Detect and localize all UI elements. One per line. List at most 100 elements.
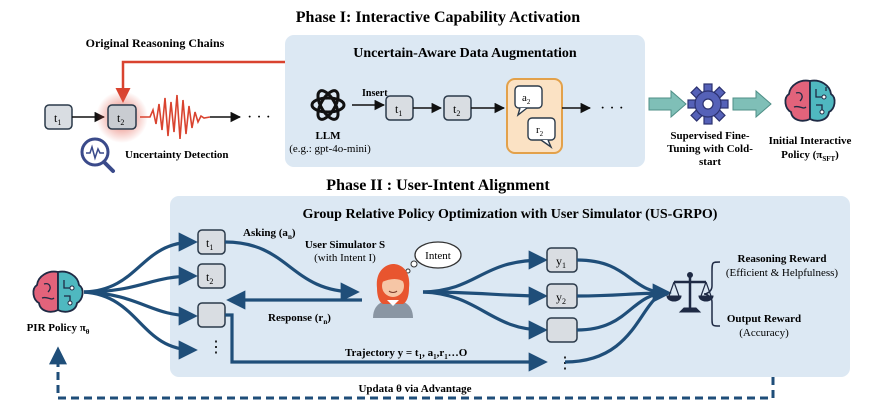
grpo-panel bbox=[170, 196, 850, 377]
svg-text:PIR Policy πθ: PIR Policy πθ bbox=[27, 322, 90, 336]
svg-text:t1: t1 bbox=[206, 236, 213, 252]
simulator-line1: User Simulator S bbox=[305, 239, 385, 251]
trajectory-rest: , a bbox=[422, 347, 434, 359]
aug-node-t1-label: t bbox=[395, 102, 399, 116]
magnifier-icon bbox=[80, 137, 115, 173]
update-loop-dashed bbox=[49, 346, 775, 400]
asking-curve bbox=[224, 240, 360, 302]
sft-label-line2: Tuning with Cold- bbox=[667, 143, 753, 155]
initial-policy-line2: Policy (π bbox=[781, 149, 822, 161]
llm-logo-icon bbox=[310, 89, 346, 121]
trajectory-line bbox=[225, 313, 548, 372]
chain-node-t1-sub: 1 bbox=[57, 118, 61, 127]
initial-policy-sub: SFT bbox=[822, 155, 835, 163]
svg-text:Response (rn): Response (rn) bbox=[268, 312, 331, 326]
response-close: ) bbox=[327, 312, 331, 324]
aug-node-t2-label: t bbox=[453, 102, 457, 116]
original-chains-label: Original Reasoning Chains bbox=[86, 36, 225, 50]
initial-policy-close: ) bbox=[835, 149, 839, 161]
grpo-title: Group Relative Policy Optimization with … bbox=[303, 207, 718, 222]
chain-node-t2 bbox=[107, 104, 137, 130]
step-node-t2-sub: 2 bbox=[209, 277, 213, 286]
asking-close: ) bbox=[292, 227, 296, 239]
step-node-t1-sub: 1 bbox=[209, 243, 213, 252]
step-node-t2-label: t bbox=[206, 270, 210, 284]
intent-thought-bubble-icon bbox=[405, 241, 462, 274]
svg-text:Trajectory y = t1, a1,r1…O: Trajectory y = t1, a1,r1…O bbox=[345, 347, 468, 361]
simulator-line2: (with Intent I) bbox=[314, 252, 376, 264]
llm-model-label: (e.g.: gpt-4o-mini) bbox=[289, 143, 371, 155]
brain-icon-pir-policy bbox=[32, 270, 84, 313]
svg-text:t1: t1 bbox=[54, 111, 61, 127]
brain-icon-initial-policy bbox=[784, 79, 836, 122]
response-sub: n bbox=[323, 318, 327, 326]
svg-text:Policy (πSFT): Policy (πSFT) bbox=[781, 149, 839, 163]
output-reward-label: Output Reward bbox=[727, 313, 801, 325]
outcome-fanin bbox=[564, 258, 672, 364]
a2-sub: 2 bbox=[527, 98, 531, 106]
svg-text:t1: t1 bbox=[395, 102, 402, 118]
r2-sub: 2 bbox=[540, 130, 544, 138]
step-node-empty bbox=[197, 302, 226, 328]
chain-node-t2-sub: 2 bbox=[120, 118, 124, 127]
svg-text:a2: a2 bbox=[522, 92, 531, 106]
answer-bubble-icon bbox=[527, 117, 556, 149]
step-vertical-dots: ⋮ bbox=[208, 339, 224, 356]
outcome-y2-sub: 2 bbox=[562, 297, 566, 306]
uncertainty-label: Uncertainty Detection bbox=[125, 149, 229, 161]
gear-icon bbox=[687, 83, 729, 125]
aug-node-t1-sub: 1 bbox=[398, 109, 402, 118]
a2-label: a bbox=[522, 92, 527, 104]
uncertainty-waveform bbox=[140, 94, 211, 140]
chain-node-t1-label: t bbox=[54, 111, 58, 125]
svg-text:t2: t2 bbox=[117, 111, 124, 127]
intent-bubble-label: Intent bbox=[425, 250, 451, 262]
step-node-t1-label: t bbox=[206, 236, 210, 250]
phase2-title: Phase II : User-Intent Alignment bbox=[326, 177, 550, 194]
question-bubble-icon bbox=[514, 85, 543, 117]
insert-label: Insert bbox=[362, 88, 388, 99]
aug-node-t2-sub: 2 bbox=[456, 109, 460, 118]
svg-text:Asking (an): Asking (an) bbox=[243, 227, 296, 241]
sft-label-line1: Supervised Fine- bbox=[670, 130, 749, 142]
response-label: Response (r bbox=[268, 312, 323, 324]
simulator-fanout bbox=[422, 250, 548, 340]
outcome-y2-label: y bbox=[556, 290, 562, 304]
trajectory-sub3: 1 bbox=[444, 353, 448, 361]
svg-text:r2: r2 bbox=[536, 124, 544, 138]
teal-arrow-1 bbox=[648, 89, 687, 119]
reasoning-reward-label: Reasoning Reward bbox=[738, 253, 827, 265]
policy-label: PIR Policy π bbox=[27, 322, 86, 334]
teal-arrow-2 bbox=[732, 89, 772, 119]
step-node-t2 bbox=[197, 263, 226, 289]
policy-fanout bbox=[83, 232, 198, 360]
red-connector bbox=[115, 60, 285, 103]
svg-text:y2: y2 bbox=[556, 290, 566, 306]
outcome-node-empty bbox=[546, 317, 578, 343]
reward-bracket bbox=[703, 261, 721, 327]
trajectory-sub2: 1 bbox=[433, 353, 437, 361]
phase1-title: Phase I: Interactive Capability Activati… bbox=[296, 9, 581, 26]
reasoning-reward-detail: (Efficient & Helpfulness) bbox=[726, 267, 839, 279]
aug-ellipsis: · · · bbox=[600, 100, 624, 117]
outcome-y1-sub: 1 bbox=[562, 261, 566, 270]
augmentation-title: Uncertain-Aware Data Augmentation bbox=[353, 46, 577, 61]
r2-label: r bbox=[536, 124, 540, 136]
svg-text:y1: y1 bbox=[556, 254, 566, 270]
trajectory-rest2: ,r bbox=[437, 347, 445, 359]
llm-label: LLM bbox=[315, 130, 341, 142]
svg-text:t2: t2 bbox=[453, 102, 460, 118]
svg-text:t2: t2 bbox=[206, 270, 213, 286]
user-avatar-icon bbox=[373, 264, 413, 318]
policy-sub: θ bbox=[86, 328, 90, 336]
chain-node-t2-label: t bbox=[117, 111, 121, 125]
asking-sub: n bbox=[288, 233, 292, 241]
trajectory-end: …O bbox=[448, 347, 468, 359]
trajectory-label: Trajectory y = t bbox=[345, 347, 419, 359]
output-reward-detail: (Accuracy) bbox=[739, 327, 789, 339]
update-label: Updata θ via Advantage bbox=[358, 383, 471, 395]
sft-label-line3: start bbox=[699, 156, 721, 168]
chain-ellipsis: · · · bbox=[247, 109, 271, 126]
trajectory-sub1: 1 bbox=[419, 353, 423, 361]
